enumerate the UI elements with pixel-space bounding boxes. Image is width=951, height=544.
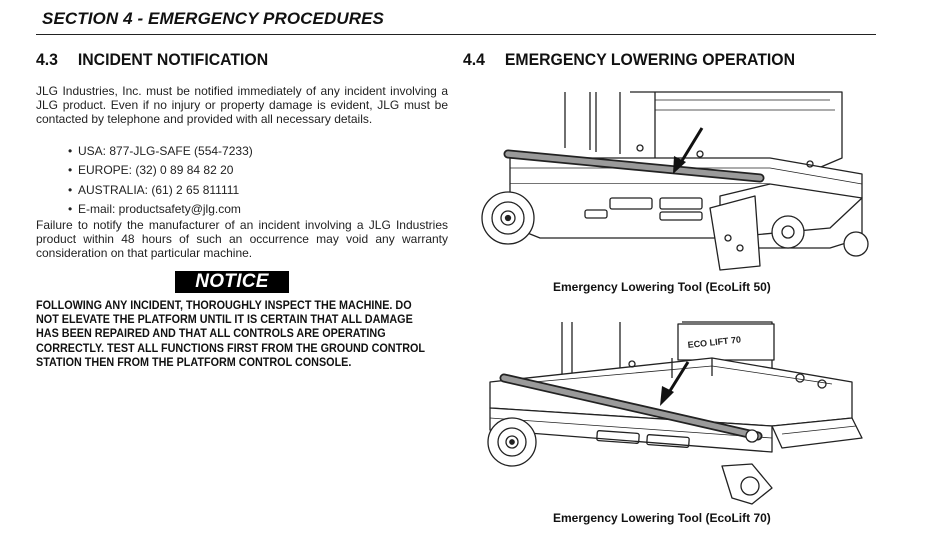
heading-title: EMERGENCY LOWERING OPERATION [504, 50, 796, 69]
figure1-caption: Emergency Lowering Tool (EcoLift 50) [553, 280, 771, 294]
intro-paragraph: JLG Industries, Inc. must be notified im… [36, 84, 448, 126]
contact-usa: USA: 877-JLG-SAFE (554-7233) [68, 144, 253, 163]
header-rule [36, 34, 876, 36]
heading-number: 4.3 [36, 50, 58, 69]
figure2-caption: Emergency Lowering Tool (EcoLift 70) [553, 511, 771, 525]
heading-title: INCIDENT NOTIFICATION [77, 50, 269, 69]
lowering-tool [499, 373, 763, 443]
heading-emergency-lowering: 4.4 EMERGENCY LOWERING OPERATION [463, 50, 795, 70]
pointer-arrow [660, 361, 690, 406]
contact-email: E-mail: productsafety@jlg.com [68, 202, 253, 221]
mast-lines [564, 92, 621, 154]
contact-europe: EUROPE: (32) 0 89 84 82 20 [68, 163, 253, 182]
heading-incident-notification: 4.3 INCIDENT NOTIFICATION [36, 50, 268, 70]
contact-list: USA: 877-JLG-SAFE (554-7233) EUROPE: (32… [68, 144, 253, 221]
figure-ecolift-50 [481, 91, 869, 271]
figure-ecolift-70: ECO LIFT 70 [487, 321, 863, 505]
lowering-tool [503, 149, 765, 183]
failure-paragraph: Failure to notify the manufacturer of an… [36, 218, 448, 260]
section-header: SECTION 4 - EMERGENCY PROCEDURES [42, 9, 384, 28]
heading-number: 4.4 [463, 50, 485, 69]
notice-badge: NOTICE [175, 271, 289, 293]
notice-text: FOLLOWING ANY INCIDENT, THOROUGHLY INSPE… [36, 298, 425, 369]
pointer-arrow [673, 127, 704, 174]
contact-australia: AUSTRALIA: (61) 2 65 811111 [68, 183, 253, 202]
